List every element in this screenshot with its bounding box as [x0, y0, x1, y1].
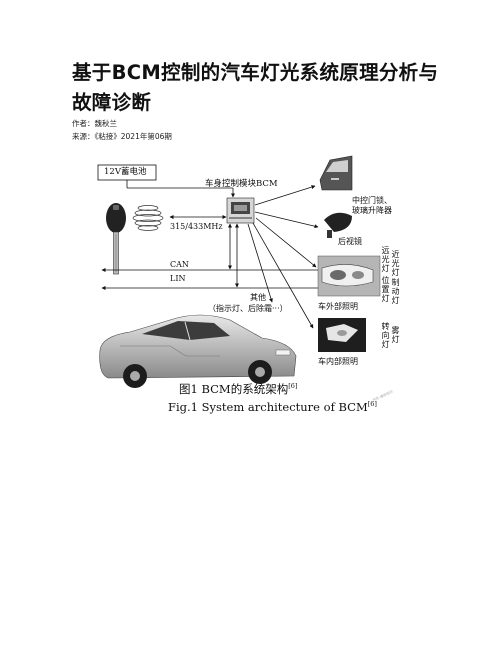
interior-light-icon [318, 318, 366, 352]
frequency-label: 315/433MHz [170, 222, 223, 231]
figure-diagram [97, 155, 381, 388]
caption-cn: 图1 BCM的系统架构[6] [179, 382, 298, 396]
car-key-icon [106, 203, 126, 275]
fog-light-label: 雾灯 [391, 326, 400, 344]
bcm-architecture-figure: 12V蓄电池 车身控制模块BCM 315/433MHz CAN LIN 其他 （… [90, 150, 410, 420]
title-line-2: 故障诊断 [72, 91, 152, 114]
caption-en-ref: [6] [367, 400, 377, 409]
author-line: 作者：魏秋兰 [72, 119, 117, 128]
far-light-label: 远光灯 [381, 246, 390, 273]
paper-title: 基于BCM控制的汽车灯光系统原理分析与 故障诊断 [72, 58, 444, 118]
lin-bus-label: LIN [170, 274, 186, 283]
brake-light-label: 制动灯 [391, 278, 400, 305]
turn-signal-label: 转向灯 [381, 322, 390, 349]
source-line: 来源：《粘接》2021年第06期 [72, 132, 172, 141]
rear-mirror-icon [324, 212, 352, 238]
can-bus-label: CAN [170, 260, 189, 269]
mirror-label: 后视镜 [338, 237, 362, 246]
door-lock-label: 中控门锁、 [352, 196, 392, 205]
headlight-icon [317, 255, 381, 297]
near-light-label: 近光灯 [391, 250, 400, 277]
radio-waves-icon [132, 205, 164, 231]
interior-lighting-label: 车内部照明 [318, 357, 358, 366]
caption-cn-ref: [6] [288, 382, 298, 391]
caption-en: Fig.1 System architecture of BCM[6] [168, 400, 377, 414]
window-lift-label: 玻璃升降器 [352, 206, 392, 215]
bcm-label: 车身控制模块BCM [205, 179, 278, 189]
bcm-module-icon [226, 197, 255, 224]
car-cutaway-image [99, 314, 297, 388]
other-detail-label: （指示灯、后除霜···） [208, 304, 288, 313]
car-door-icon [319, 155, 353, 191]
battery-label: 12V蓄电池 [104, 167, 147, 177]
position-light-label: 位置灯 [381, 276, 390, 303]
other-label: 其他 [250, 293, 266, 302]
title-line-1: 基于BCM控制的汽车灯光系统原理分析与 [72, 61, 439, 84]
exterior-lighting-label: 车外部照明 [318, 302, 358, 311]
